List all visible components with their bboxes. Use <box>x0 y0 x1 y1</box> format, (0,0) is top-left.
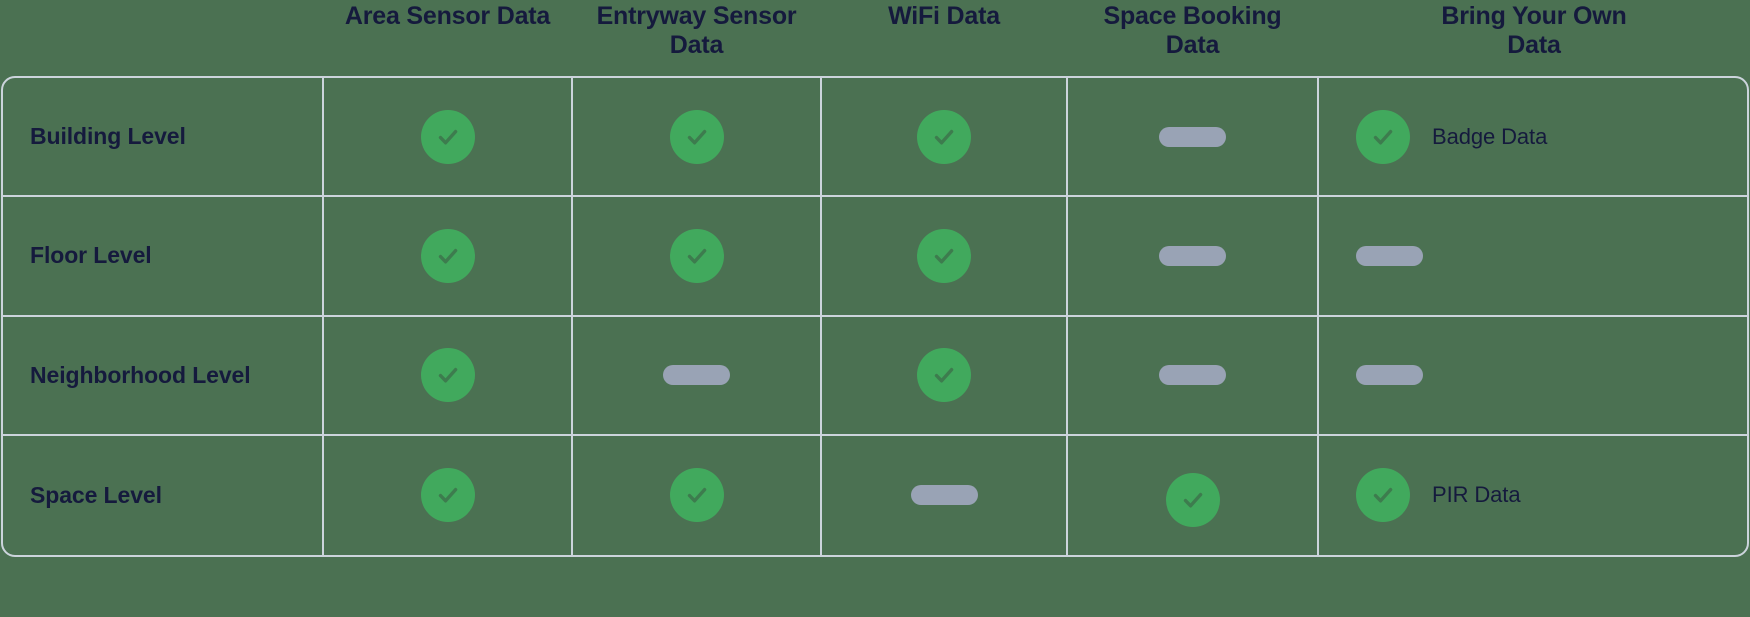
check-circle-icon <box>420 348 475 403</box>
column-header-wifi-data: WiFi Data <box>821 0 1067 76</box>
cell-floor-level-bring-your-own-data <box>1319 197 1747 314</box>
column-header-label: Space Booking Data <box>1103 2 1282 59</box>
cell-space-level-wifi-data <box>822 435 1068 555</box>
cell-neighborhood-level-area-sensor-data <box>324 316 573 434</box>
check-circle-icon <box>420 109 475 164</box>
row-label: Neighborhood Level <box>30 361 251 388</box>
check-circle-icon <box>1356 109 1410 164</box>
table-row: Building Level Badge Data <box>3 78 1747 198</box>
cell-space-level-bring-your-own-data: PIR Data <box>1319 436 1747 555</box>
cell-building-level-space-booking-data <box>1068 78 1319 196</box>
cell-floor-level-entryway-sensor-data <box>573 197 822 315</box>
check-circle-icon <box>420 468 475 523</box>
cell-floor-level-area-sensor-data <box>324 197 573 315</box>
row-label-space-level: Space Level <box>3 435 324 555</box>
row-label-building-level: Building Level <box>3 78 324 196</box>
cell-neighborhood-level-wifi-data <box>822 316 1068 434</box>
cell-space-level-entryway-sensor-data <box>573 435 822 555</box>
check-circle-icon <box>669 228 724 283</box>
cell-note: Badge Data <box>1432 123 1548 149</box>
check-circle-icon <box>420 228 475 283</box>
table-row: Neighborhood Level <box>3 316 1747 436</box>
row-label: Space Level <box>30 481 162 508</box>
column-header-label: Entryway Sensor Data <box>596 2 797 59</box>
cell-neighborhood-level-space-booking-data <box>1068 316 1319 434</box>
cell-building-level-area-sensor-data <box>324 78 573 196</box>
table-row: Space Level PIR Data <box>3 435 1747 555</box>
check-circle-icon <box>669 109 724 164</box>
column-header-label: Bring Your Own Data <box>1441 2 1627 59</box>
column-header-label: WiFi Data <box>888 2 1000 30</box>
dash-icon <box>1159 365 1226 386</box>
column-header-space-booking-data: Space Booking Data <box>1067 0 1318 76</box>
matrix-header-row: Area Sensor Data Entryway Sensor Data Wi… <box>0 0 1750 76</box>
cell-floor-level-wifi-data <box>822 197 1068 315</box>
table-row: Floor Level <box>3 197 1747 317</box>
check-circle-icon <box>917 109 971 164</box>
cell-space-level-area-sensor-data <box>324 435 573 555</box>
column-header-entryway-sensor-data: Entryway Sensor Data <box>572 0 821 76</box>
cell-neighborhood-level-entryway-sensor-data <box>573 316 822 434</box>
cell-note: PIR Data <box>1432 482 1521 508</box>
dash-icon <box>663 365 730 386</box>
column-header-area-sensor-data: Area Sensor Data <box>323 0 572 76</box>
check-circle-icon <box>917 348 971 403</box>
matrix-corner-cell <box>0 0 323 76</box>
row-label-floor-level: Floor Level <box>3 197 324 315</box>
check-circle-icon <box>917 228 971 283</box>
column-header-label: Area Sensor Data <box>344 2 551 30</box>
dash-icon <box>1159 126 1226 147</box>
check-circle-icon <box>1356 468 1410 523</box>
dash-icon <box>1159 245 1226 266</box>
cell-floor-level-space-booking-data <box>1068 197 1319 315</box>
row-label: Floor Level <box>30 242 152 269</box>
column-header-bring-your-own-data: Bring Your Own Data <box>1318 0 1750 76</box>
cell-neighborhood-level-bring-your-own-data <box>1319 317 1747 434</box>
row-label-neighborhood-level: Neighborhood Level <box>3 316 324 434</box>
cell-building-level-bring-your-own-data: Badge Data <box>1319 78 1747 195</box>
check-circle-icon <box>669 468 724 523</box>
cell-building-level-wifi-data <box>822 78 1068 196</box>
check-circle-icon <box>1165 473 1220 528</box>
row-label: Building Level <box>30 123 186 150</box>
cell-space-level-space-booking-data <box>1068 435 1319 555</box>
dash-icon <box>1356 245 1423 266</box>
dash-icon <box>1356 365 1423 386</box>
cell-building-level-entryway-sensor-data <box>573 78 822 196</box>
dash-icon <box>910 485 978 506</box>
